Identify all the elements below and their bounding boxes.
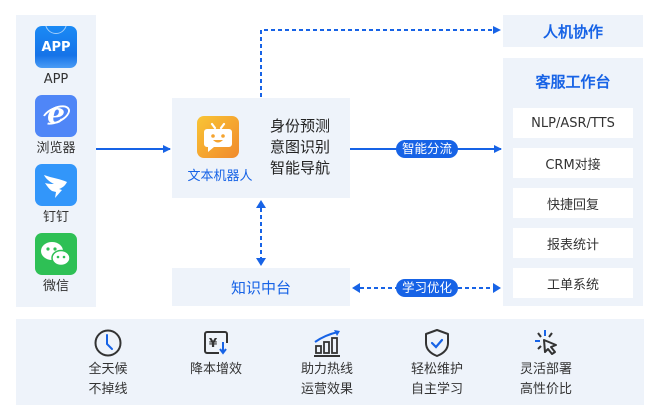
feature-line: 轻松维护 — [410, 362, 463, 377]
feature-line: 自主学习 — [410, 382, 463, 397]
svg-text:¥: ¥ — [209, 336, 218, 350]
features-bar: 全天候 不掉线 ¥ 降本增效 助力热线 运营效果 — [16, 319, 644, 405]
feature-item: 助力热线 运营效果 — [282, 327, 372, 399]
channel-label: 钉钉 — [42, 210, 69, 225]
workstation-item: 报表统计 — [513, 228, 633, 258]
clock-icon — [92, 327, 124, 359]
knowledge-platform: 知识中台 — [172, 268, 350, 306]
feature-line: 运营效果 — [300, 382, 353, 397]
channel-label: 微信 — [42, 279, 69, 294]
workstation-item: NLP/ASR/TTS — [513, 108, 633, 138]
channel-app[interactable]: APP APP — [16, 26, 96, 87]
feature-item: ¥ 降本增效 — [171, 327, 261, 379]
workstation-item: 工单系统 — [513, 268, 633, 298]
cost-down-icon: ¥ — [200, 327, 232, 359]
channels-panel: APP APP e 浏览器 钉钉 微信 — [16, 15, 96, 307]
dingtalk-icon — [35, 164, 77, 206]
workstation-item: CRM对接 — [513, 148, 633, 178]
app-icon: APP — [35, 26, 77, 68]
robot-to-human-machine-arrow — [260, 26, 501, 97]
robot-feature-list: 身份预测 意图识别 智能导航 — [270, 116, 330, 179]
channel-wechat[interactable]: 微信 — [16, 233, 96, 294]
feature-line: 灵活部署 — [519, 362, 572, 377]
feature-line: 助力热线 — [300, 362, 353, 377]
feature-line: 降本增效 — [189, 362, 242, 377]
workstation-title: 客服工作台 — [535, 73, 611, 91]
feature-line: 全天候 — [88, 362, 128, 377]
robot-feature: 意图识别 — [270, 138, 331, 156]
growth-chart-icon — [311, 327, 343, 359]
robot-feature: 智能导航 — [270, 159, 331, 177]
robot-icon — [197, 116, 239, 158]
agent-workstation-panel: 客服工作台 NLP/ASR/TTS CRM对接 快捷回复 报表统计 工单系统 — [503, 58, 643, 306]
robot-feature: 身份预测 — [270, 117, 331, 135]
feature-line: 高性价比 — [519, 382, 572, 397]
wechat-icon — [35, 233, 77, 275]
channel-browser[interactable]: e 浏览器 — [16, 95, 96, 156]
channel-label: APP — [43, 72, 69, 87]
robot-label: 文本机器人 — [187, 169, 253, 184]
routing-badge: 智能分流 — [396, 140, 459, 158]
ie-browser-icon: e — [35, 95, 77, 137]
shield-check-icon — [421, 327, 453, 359]
text-robot-panel: 文本机器人 身份预测 意图识别 智能导航 — [172, 98, 350, 198]
feature-item: 全天候 不掉线 — [63, 327, 153, 399]
click-cursor-icon — [530, 327, 562, 359]
workstation-item: 快捷回复 — [513, 188, 633, 218]
channel-label: 浏览器 — [36, 141, 76, 156]
channel-dingtalk[interactable]: 钉钉 — [16, 164, 96, 225]
feature-line: 不掉线 — [88, 382, 128, 397]
feature-item: 灵活部署 高性价比 — [501, 327, 591, 399]
learning-badge: 学习优化 — [396, 279, 459, 297]
human-machine-collaboration: 人机协作 — [503, 15, 643, 47]
feature-item: 轻松维护 自主学习 — [392, 327, 482, 399]
